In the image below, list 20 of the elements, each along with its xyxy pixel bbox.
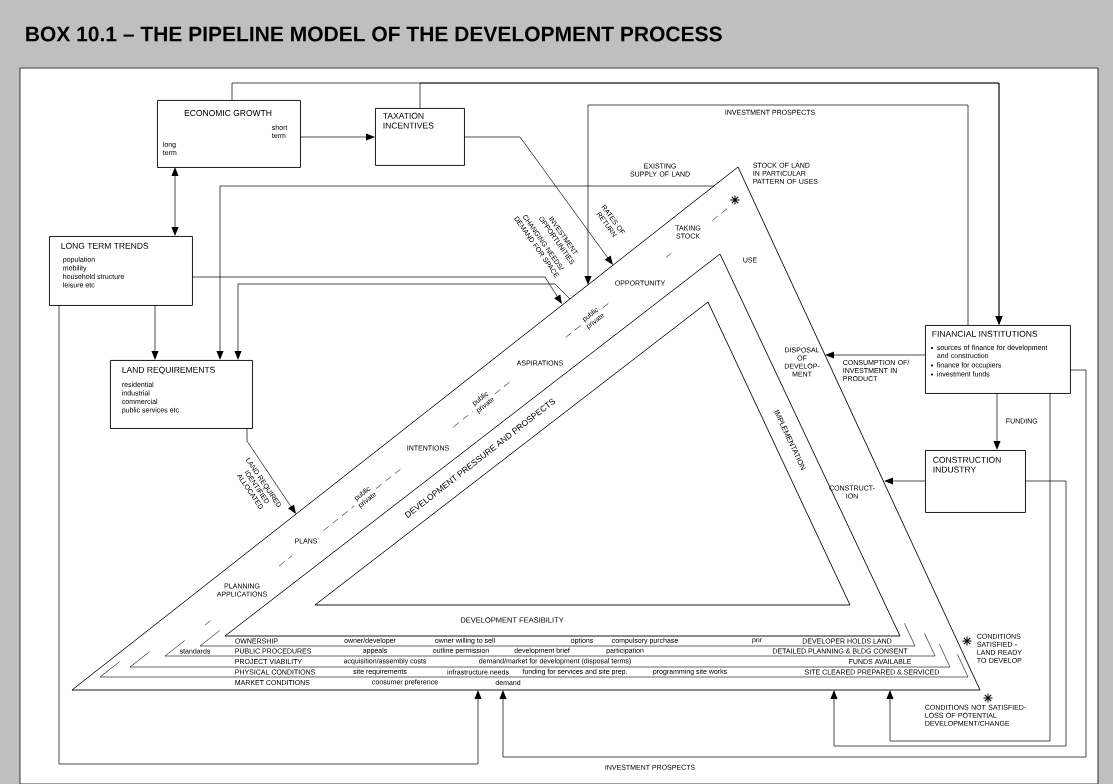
arrow <box>234 283 571 360</box>
arrow <box>216 185 715 360</box>
process-box: TAXATION INCENTIVES <box>375 108 465 166</box>
arrow <box>825 351 926 359</box>
arrow <box>299 133 375 141</box>
arrow <box>499 369 1087 758</box>
arrow <box>58 304 482 765</box>
double-arrow <box>171 167 179 236</box>
arrow <box>246 427 296 514</box>
arrow <box>830 480 1067 747</box>
arrow <box>151 304 159 360</box>
arrow <box>191 276 562 304</box>
arrow <box>419 82 1003 325</box>
process-box: CONSTRUCTION INDUSTRY <box>925 450 1026 513</box>
arrow <box>886 392 1051 742</box>
arrow <box>884 477 926 485</box>
arrow <box>463 136 613 265</box>
arrow <box>993 392 1001 450</box>
title: BOX 10.1 – THE PIPELINE MODEL OF THE DEVELOPMENT PROCESS <box>26 26 722 42</box>
arrow <box>584 104 969 326</box>
